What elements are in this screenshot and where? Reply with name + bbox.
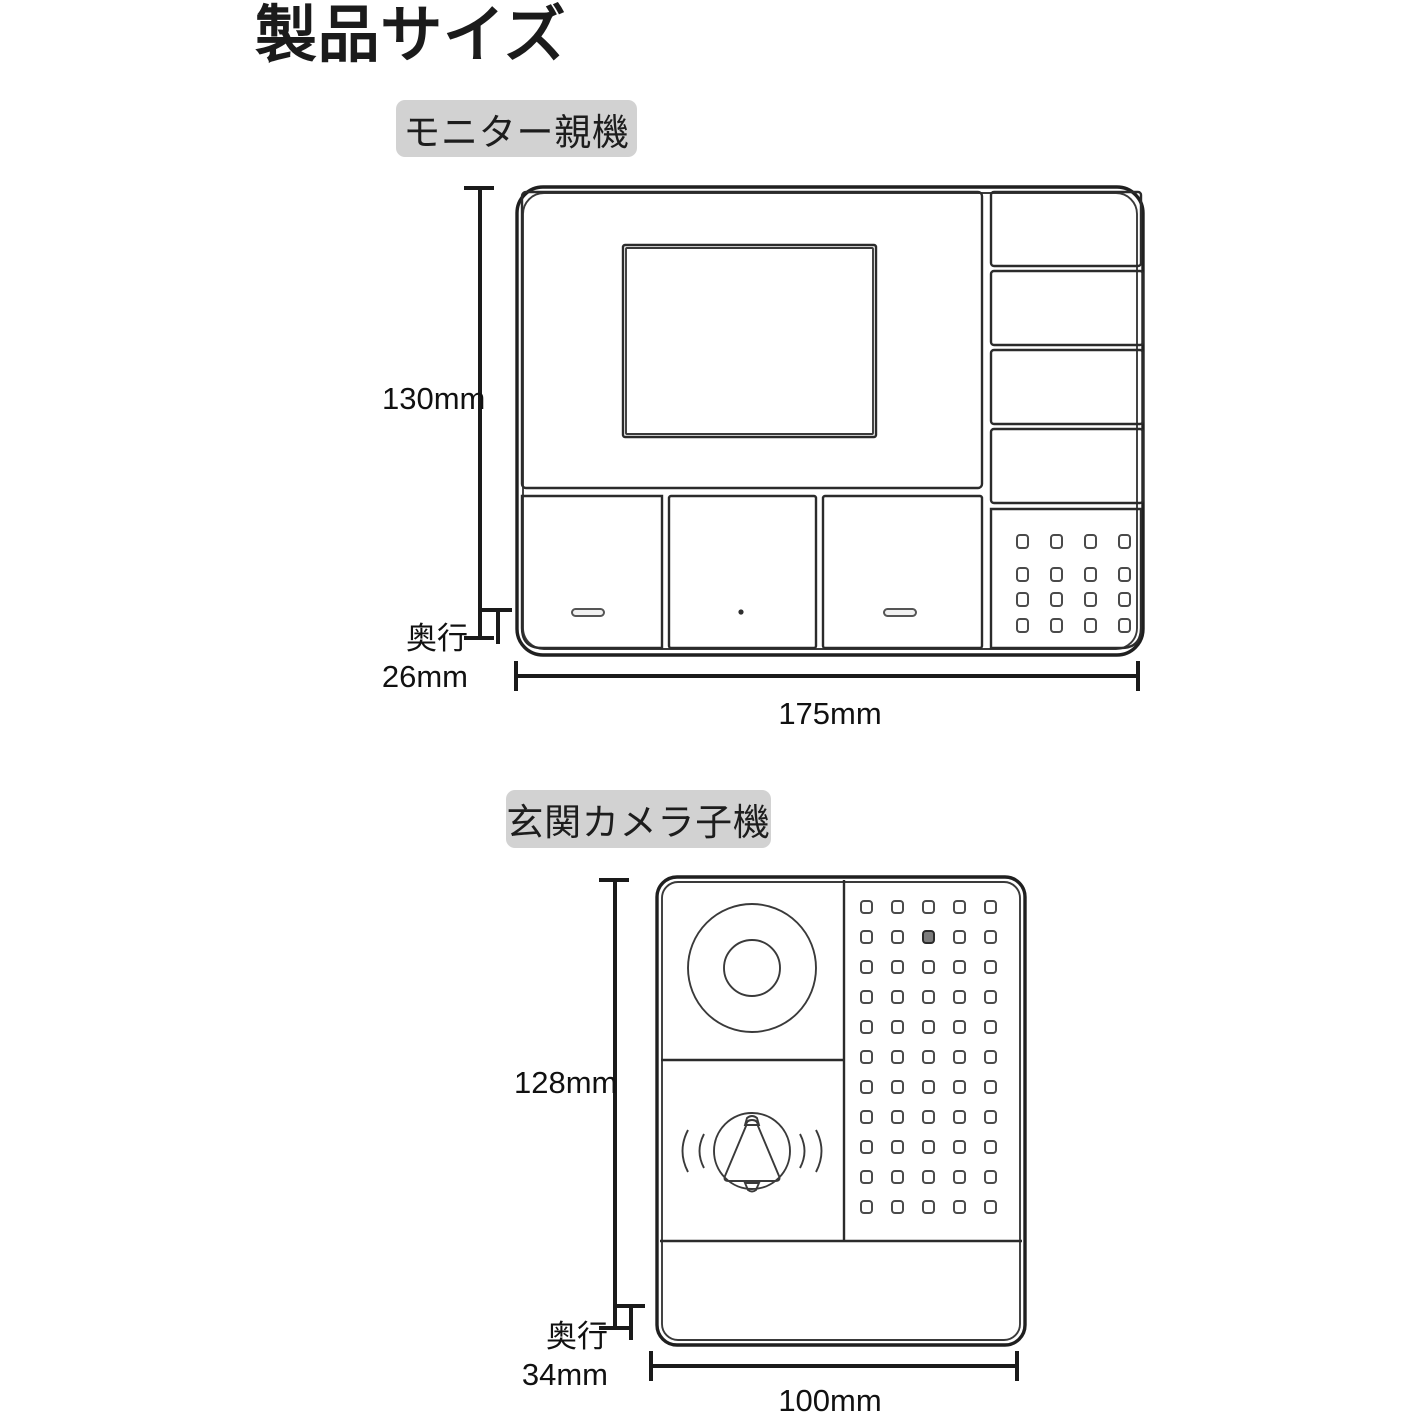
- monitor-front-panel: [520, 190, 984, 490]
- door-camera-unit-drawing: [655, 875, 1027, 1347]
- button-slot-icon-right: [883, 608, 917, 617]
- door-camera-width-tick-right: [1015, 1351, 1019, 1381]
- monitor-width-label: 175mm: [778, 696, 882, 731]
- section-label-door-camera: 玄関カメラ子機: [506, 790, 771, 848]
- monitor-body-outline: [515, 185, 1145, 657]
- speaker-grille-icon: [860, 900, 997, 1214]
- display-screen: [621, 243, 878, 439]
- monitor-height-tick-top: [464, 186, 494, 190]
- monitor-unit-drawing: [515, 185, 1145, 657]
- door-camera-height-tick-top: [599, 878, 629, 882]
- door-camera-depth-label-word: 奥行: [546, 1319, 608, 1354]
- door-camera-width-label: 100mm: [778, 1383, 882, 1418]
- monitor-height-label: 130mm: [382, 381, 486, 416]
- door-camera-height-tick-bottom: [599, 1326, 629, 1330]
- side-button-2[interactable]: [989, 269, 1145, 347]
- side-button-4[interactable]: [989, 427, 1145, 505]
- monitor-speaker-grille-panel: [989, 507, 1143, 650]
- monitor-width-dimension-line: [516, 674, 1140, 678]
- door-camera-depth-tick-stem: [629, 1308, 633, 1340]
- monitor-depth-label: 奥行 26mm: [368, 620, 468, 696]
- bottom-button-center[interactable]: [667, 494, 818, 650]
- monitor-depth-label-word: 奥行: [406, 621, 468, 656]
- door-camera-depth-tick-cap: [615, 1304, 645, 1308]
- door-camera-body-inner-outline: [661, 881, 1021, 1341]
- sound-wave-icon-right: [799, 1129, 823, 1173]
- door-camera-height-dimension-line: [613, 882, 617, 1330]
- side-button-1[interactable]: [989, 190, 1143, 268]
- doorbell-bell-icon[interactable]: [713, 1112, 791, 1193]
- door-camera-width-dimension-line: [651, 1364, 1019, 1368]
- monitor-depth-tick-stem: [496, 612, 500, 644]
- button-slot-icon-left: [571, 608, 605, 617]
- bottom-button-right[interactable]: [821, 494, 984, 650]
- monitor-height-dimension-line: [478, 190, 482, 640]
- bottom-button-left[interactable]: [520, 494, 664, 650]
- door-camera-depth-label-value: 34mm: [521, 1356, 608, 1392]
- side-button-3[interactable]: [989, 348, 1145, 426]
- microphone-icon: [922, 930, 935, 944]
- sound-wave-icon-left: [681, 1129, 705, 1173]
- page-title: 製品サイズ: [255, 1, 567, 70]
- speaker-grille-icon: [1016, 534, 1131, 633]
- monitor-height-tick-bottom: [464, 636, 494, 640]
- led-pinhole-icon-center: [738, 609, 744, 615]
- monitor-depth-label-value: 26mm: [381, 658, 468, 694]
- door-camera-body-outline: [655, 875, 1027, 1347]
- monitor-depth-tick-cap: [482, 608, 512, 612]
- display-screen-bezel: [625, 247, 874, 435]
- monitor-width-tick-left: [514, 661, 518, 691]
- section-label-monitor: モニター親機: [396, 100, 637, 157]
- door-camera-height-label: 128mm: [514, 1065, 618, 1100]
- camera-lens-icon: [687, 903, 817, 1033]
- door-camera-depth-label: 奥行 34mm: [500, 1318, 608, 1394]
- door-camera-width-tick-left: [649, 1351, 653, 1381]
- monitor-width-tick-right: [1136, 661, 1140, 691]
